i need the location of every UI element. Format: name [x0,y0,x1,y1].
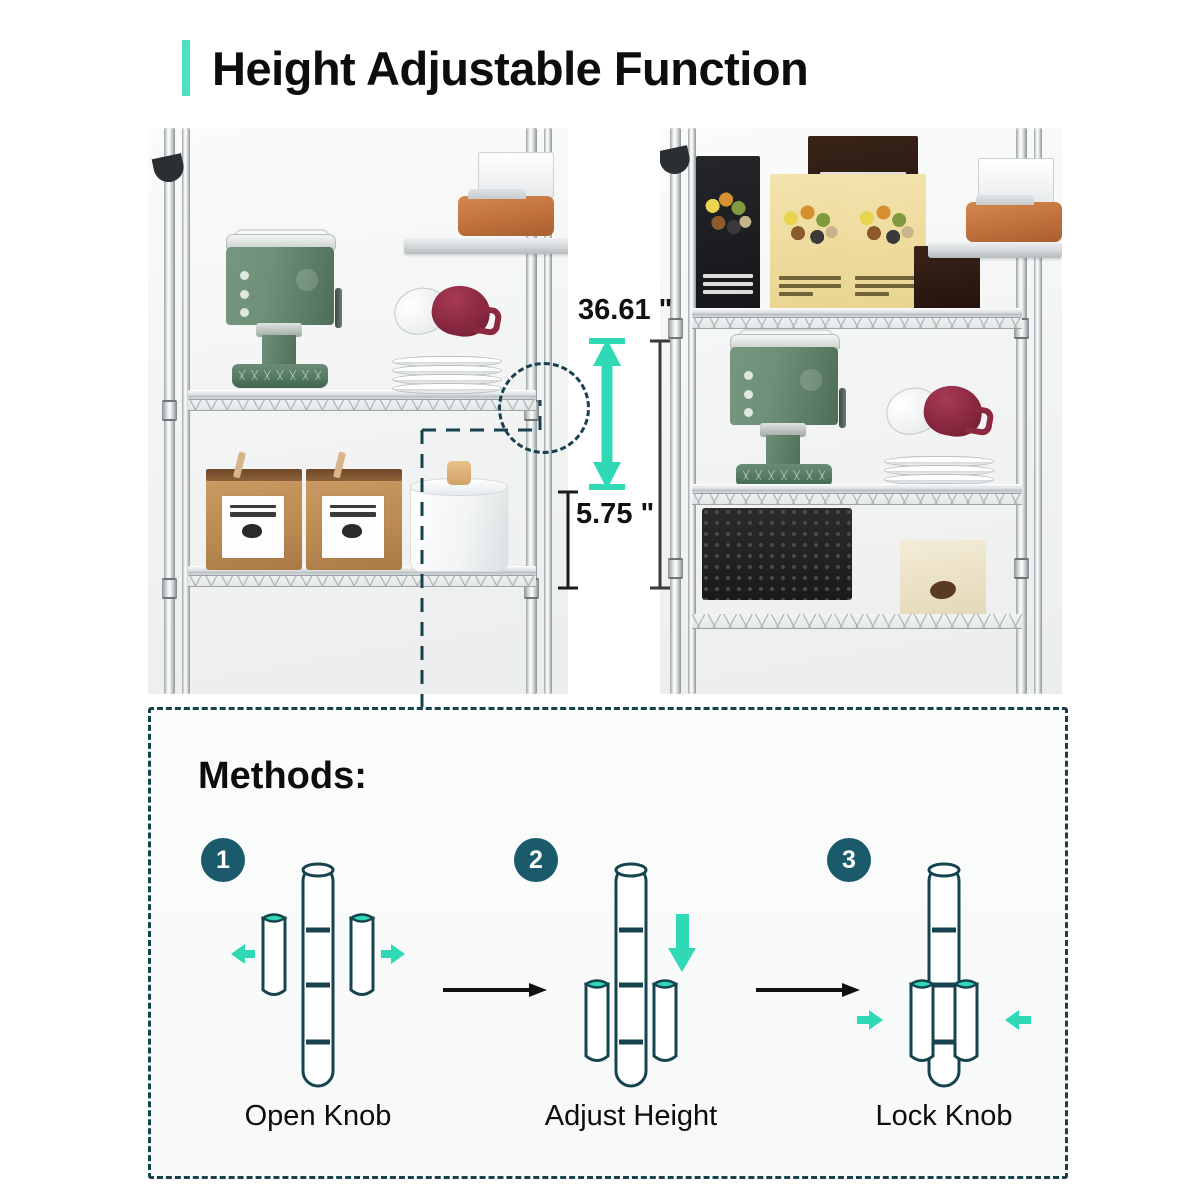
coffee-bag [206,451,302,570]
machine-base [232,364,328,388]
method-step-3: 3 Lock Knob [819,838,1069,1138]
shelf-post [688,128,696,694]
post-collar [1014,558,1029,579]
methods-panel: Methods: 1 Open Knob 2 [148,707,1068,1179]
leather-bag [458,189,554,236]
coffee-bag [900,540,986,618]
collar-slide-down-icon [583,862,696,1088]
canister-lid-knob [447,461,471,485]
machine-body [226,247,334,325]
machine-buttons [240,271,250,317]
page-header: Height Adjustable Function [182,40,809,96]
arrow-right-icon [756,983,860,997]
machine-group-head [760,423,806,437]
cereal-box [770,174,850,312]
collar-open-icon [231,862,405,1088]
leather-bag [966,195,1062,242]
arrow-right-icon [443,983,547,997]
storage-canister [410,461,508,572]
machine-drip-tray [742,470,826,480]
methods-title: Methods: [198,755,367,797]
cereal-box [696,156,760,312]
machine-steam-wand [335,288,342,328]
step-label: Adjust Height [544,1100,718,1132]
post-collar [668,558,683,579]
shelf-post [1016,128,1027,694]
method-step-2: 2 Adjust Height [506,838,756,1138]
floor-mat [702,508,852,600]
red-mug [428,281,494,341]
photo-shelf-high [148,128,568,694]
espresso-machine [220,229,342,390]
step-number-badge: 2 [514,838,558,882]
page-title: Height Adjustable Function [212,41,809,95]
step-label: Lock Knob [875,1100,1013,1132]
machine-steam-wand [839,388,846,428]
shelf-post [182,128,190,694]
post-collar [162,400,177,421]
step-number-badge: 3 [827,838,871,882]
shelf-post [670,128,681,694]
post-collar [162,578,177,599]
espresso-machine [724,329,846,490]
photo-shelf-low [660,128,1062,694]
product-photo-region [140,128,1070,694]
post-collar [668,318,683,339]
step-number-badge: 1 [201,838,245,882]
method-step-1: 1 Open Knob [193,838,443,1138]
machine-drip-tray [238,370,322,380]
machine-buttons [744,371,754,417]
collar-close-icon [857,862,1031,1088]
wire-shelf [692,614,1022,629]
shelf-board [404,238,568,254]
wire-shelf-edge [692,308,1022,318]
cereal-box [846,174,926,312]
shelf-board [928,242,1062,258]
coffee-bag [306,451,402,570]
step-label: Open Knob [244,1100,392,1132]
shelf-post [544,128,552,694]
title-accent-bar [182,40,190,96]
wire-shelf-edge [692,484,1022,494]
shelf-post [1034,128,1042,694]
machine-group-head [256,323,302,337]
red-mug [920,381,986,441]
plate-stack [392,334,502,394]
wire-shelf-edge [188,390,536,400]
machine-body [730,347,838,425]
